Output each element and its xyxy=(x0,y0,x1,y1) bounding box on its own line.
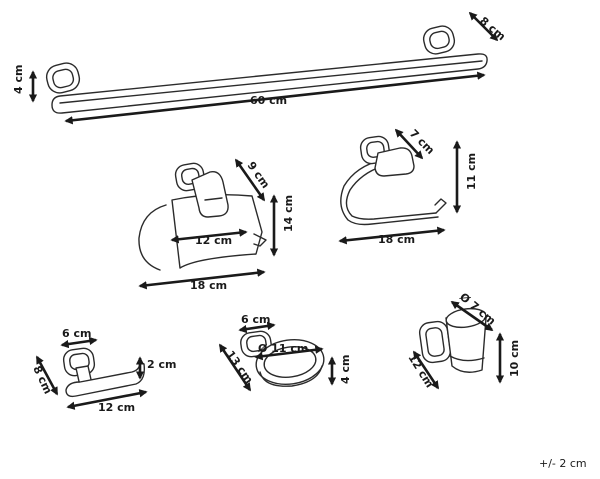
tumbler-diameter-arrow xyxy=(450,300,494,332)
towel-bar-height-label: 4 cm xyxy=(12,65,25,94)
soap-dish-height-label: 4 cm xyxy=(339,355,352,384)
towel-bar-length-arrow xyxy=(64,71,486,125)
towel-bar-length-label: 60 cm xyxy=(250,94,287,107)
robe-hook-top-label: 6 cm xyxy=(62,327,91,340)
towel-ring-width-arrow xyxy=(338,226,446,245)
soap-dish-diameter-arrow xyxy=(254,345,324,361)
paper-holder-depth-arrow xyxy=(234,158,266,202)
soap-dish-top-arrow xyxy=(238,321,276,334)
towel-ring-height-label: 11 cm xyxy=(465,153,478,190)
robe-hook-depth-arrow xyxy=(35,355,59,396)
paper-holder-width-arrow xyxy=(138,268,266,290)
paper-holder-inner-label: 12 cm xyxy=(195,234,232,247)
robe-hook-drawing xyxy=(62,347,146,398)
tumbler-height-label: 10 cm xyxy=(508,340,521,377)
paper-holder-drawing xyxy=(138,162,267,271)
paper-holder-inner-arrow xyxy=(170,228,248,244)
robe-hook-depth-label: 8 cm xyxy=(30,364,54,396)
robe-hook-top-arrow xyxy=(60,336,98,349)
tumbler-depth-arrow xyxy=(412,350,440,390)
paper-holder-height-label: 14 cm xyxy=(282,195,295,232)
robe-hook-width-label: 12 cm xyxy=(98,401,135,414)
soap-dish-diameter-label: Ø 11 cm xyxy=(258,342,308,355)
towel-bar-depth-label: 8 cm xyxy=(477,14,508,43)
towel-ring-width-label: 18 cm xyxy=(378,233,415,246)
soap-dish-depth-arrow xyxy=(218,343,252,392)
soap-dish-top-label: 6 cm xyxy=(241,313,270,326)
tolerance-note: +/- 2 cm xyxy=(539,457,587,470)
towel-bar-depth-arrow xyxy=(468,11,499,42)
towel-ring-depth-arrow xyxy=(394,128,424,160)
robe-hook-right-label: 2 cm xyxy=(147,358,176,371)
paper-holder-depth-label: 9 cm xyxy=(245,159,273,191)
robe-hook-width-arrow xyxy=(66,389,148,410)
paper-holder-width-label: 18 cm xyxy=(190,279,227,292)
